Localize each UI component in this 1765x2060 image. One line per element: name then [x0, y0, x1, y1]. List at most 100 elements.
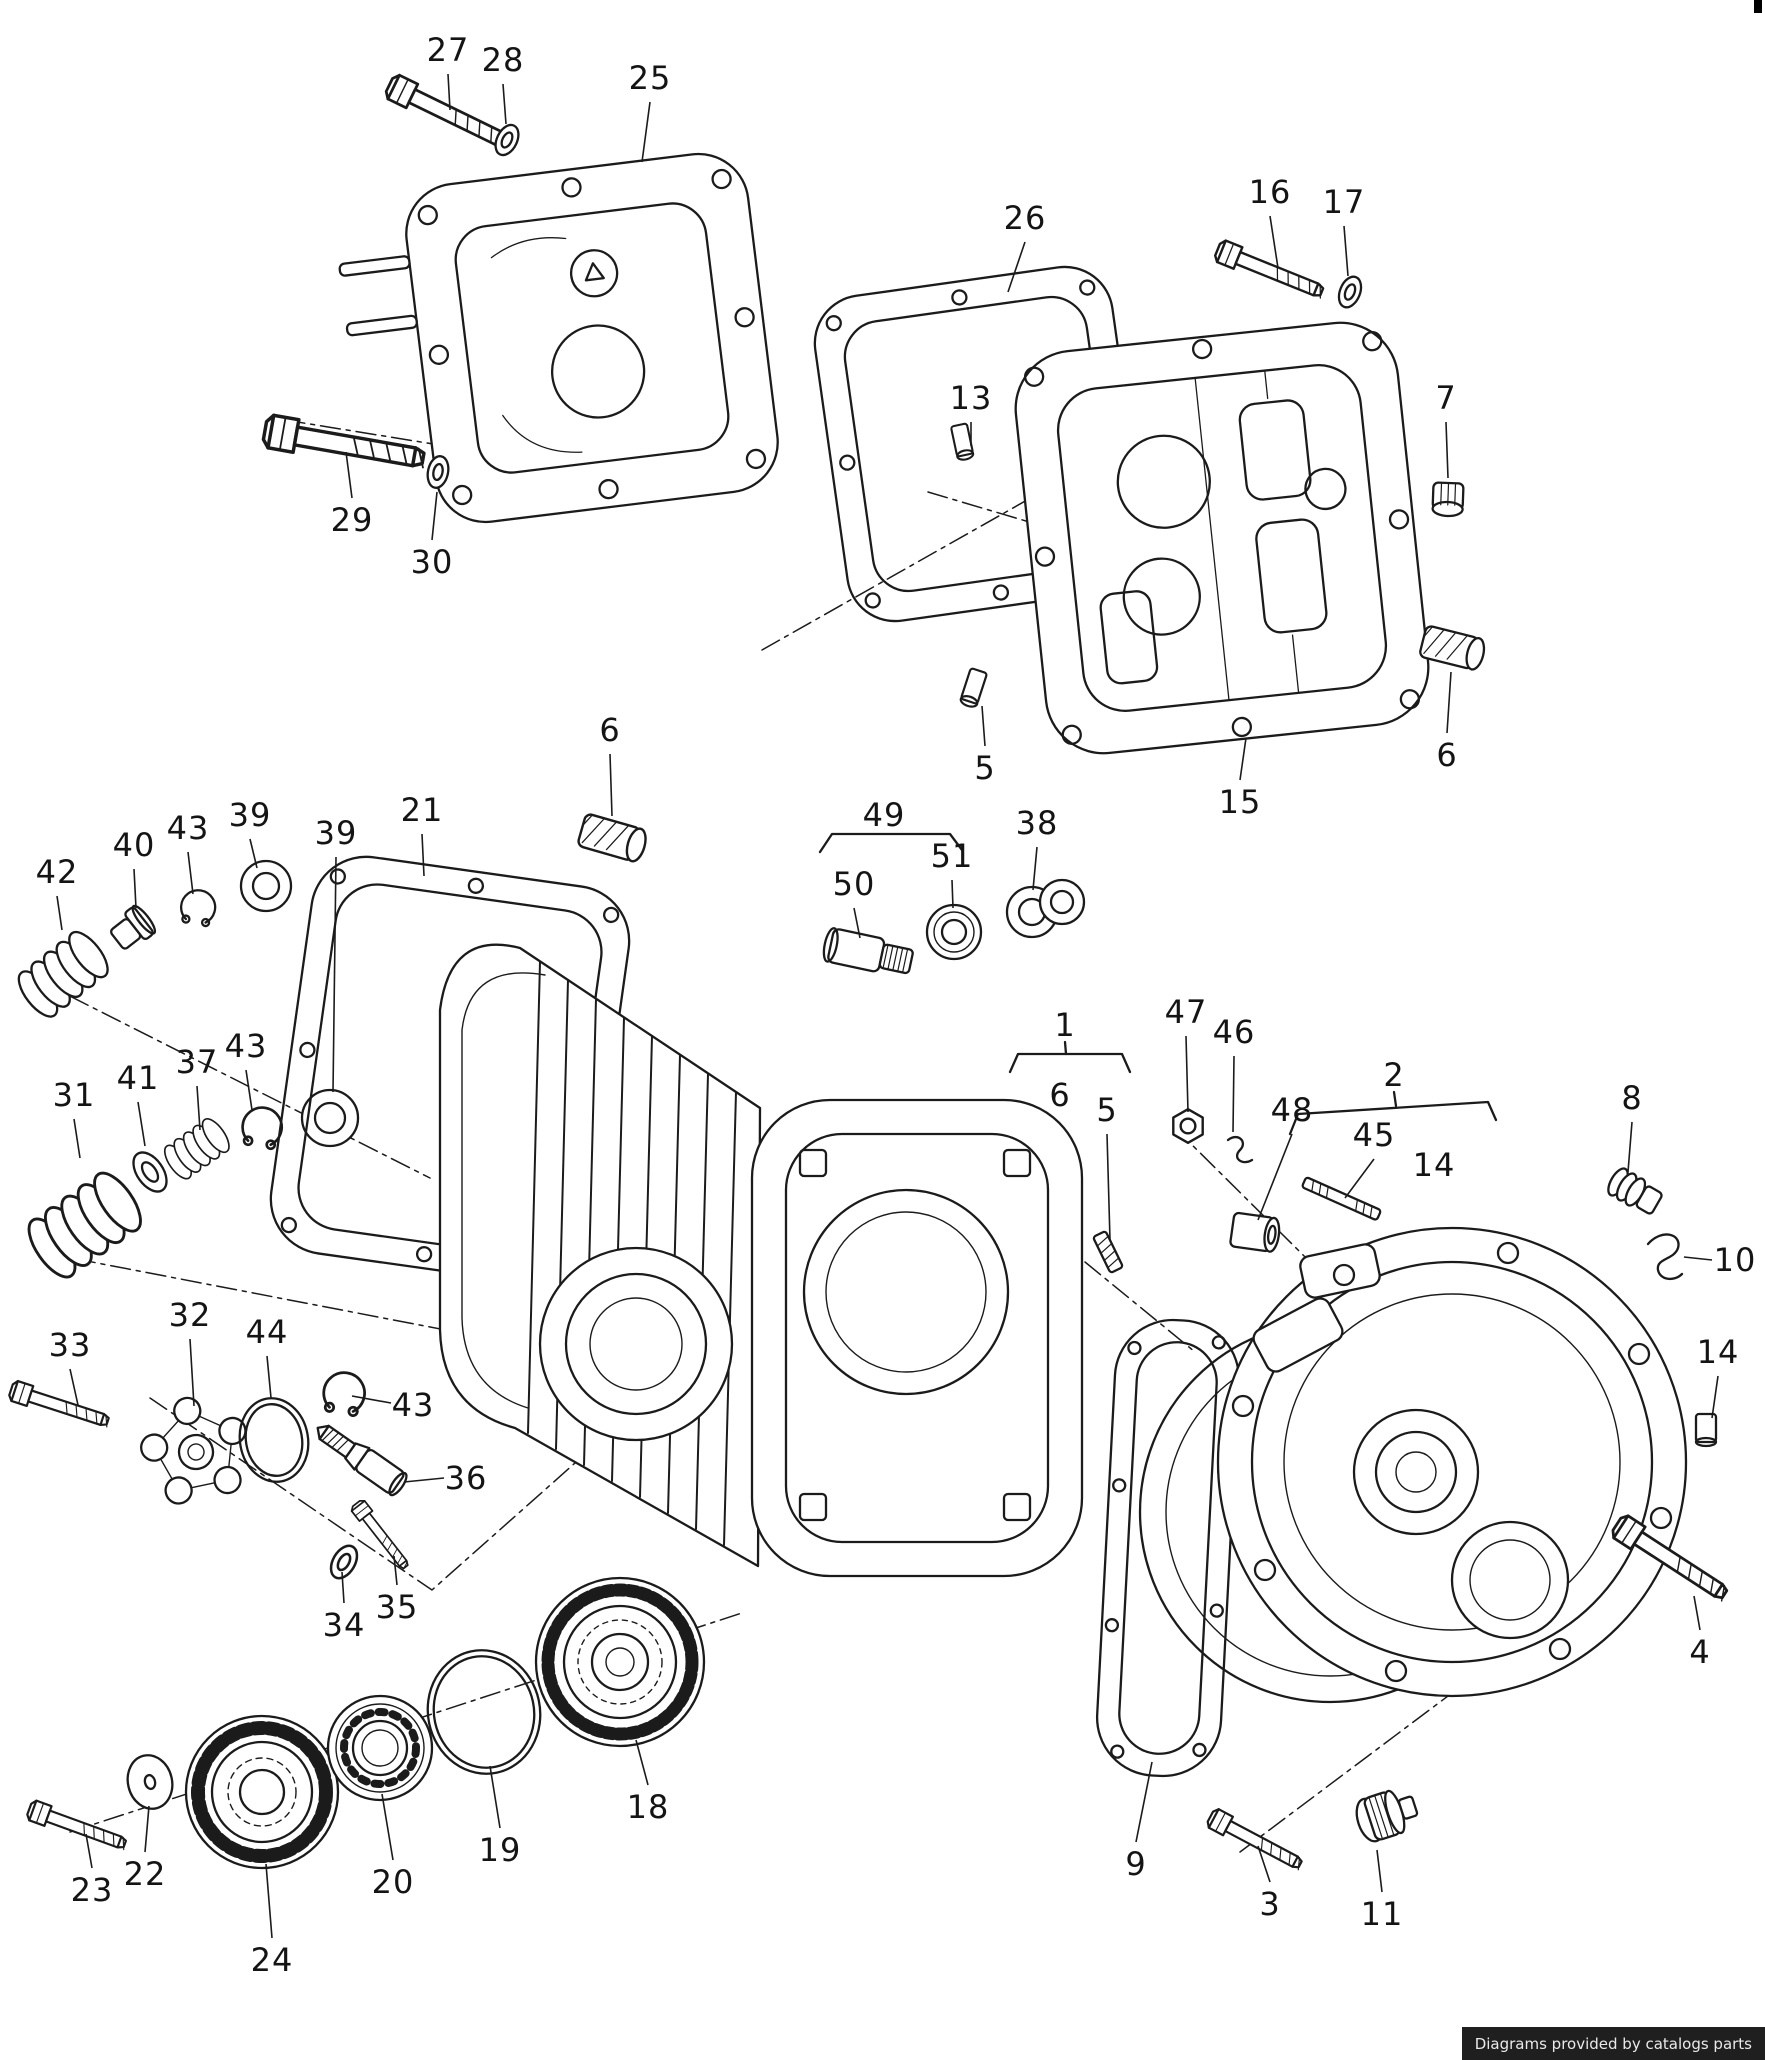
- leader-line-5: [981, 705, 986, 747]
- leader-line-43: [187, 851, 194, 895]
- washer-34: [324, 1539, 364, 1585]
- leader-line-6: [609, 753, 613, 817]
- shim-22: [126, 1754, 174, 1810]
- sleeve-6-top: [575, 811, 651, 865]
- housing-group: [813, 237, 1489, 755]
- watermark: Diagrams provided by catalogs parts: [1461, 2027, 1765, 2060]
- watermark-text: Diagrams provided by catalogs parts: [1474, 2034, 1752, 2053]
- leader-line-8: [1627, 1121, 1633, 1173]
- bolt-27: [382, 71, 514, 156]
- leader-line-10: [1683, 1256, 1713, 1261]
- bearing-20: [326, 1694, 434, 1802]
- snap-ring-19: [426, 1649, 542, 1775]
- leader-line-24: [265, 1863, 273, 1939]
- leader-line-44: [266, 1355, 272, 1399]
- bolt-3: [1204, 1806, 1307, 1876]
- bolt-33: [6, 1378, 113, 1433]
- leader-line-4: [1693, 1595, 1701, 1631]
- leader-line-31: [73, 1118, 81, 1159]
- spring-plug-8: [1607, 1167, 1663, 1215]
- bracket-2: [1288, 1100, 1498, 1136]
- leader-line-32: [189, 1338, 195, 1407]
- washer-28: [489, 120, 525, 160]
- seal-51: [925, 903, 983, 961]
- group-brackets: [818, 832, 1498, 1136]
- leader-line-34: [341, 1571, 345, 1604]
- leader-line-37: [196, 1085, 201, 1131]
- leader-line-18: [635, 1739, 649, 1786]
- clutch-drum-18: [534, 1576, 706, 1748]
- detent-group-lower: [18, 1103, 287, 1286]
- leader-line-20: [381, 1793, 394, 1861]
- spring-42: [10, 924, 116, 1024]
- bracket-49: [818, 832, 964, 854]
- leader-line-38: [1032, 846, 1038, 891]
- switch-36: [316, 1424, 408, 1497]
- scan-artifact: [1754, 0, 1762, 13]
- leader-line-14: [1711, 1375, 1719, 1419]
- stud-5: [1092, 1230, 1124, 1274]
- leader-line-6: [1446, 671, 1452, 734]
- seal-rings-38: [1005, 878, 1086, 939]
- synchro-hub-24: [184, 1714, 340, 1870]
- plug-7: [1431, 481, 1465, 518]
- clutch-housing: [1216, 1226, 1688, 1698]
- dowel-14: [1694, 1412, 1718, 1448]
- leader-line-47: [1185, 1035, 1189, 1113]
- leader-line-19: [489, 1765, 501, 1829]
- leader-line-29: [345, 451, 353, 499]
- leader-line-17: [1343, 225, 1349, 277]
- leader-line-25: [641, 101, 651, 163]
- clip-46: [1226, 1135, 1254, 1164]
- stud-45: [1300, 1175, 1383, 1222]
- bolt-23: [24, 1798, 131, 1856]
- sleeve-48: [1229, 1211, 1281, 1253]
- bracket-1: [1008, 1052, 1132, 1074]
- leader-line-5: [1106, 1133, 1111, 1241]
- bushing-40: [110, 904, 157, 950]
- o-ring-44: [238, 1397, 310, 1483]
- leader-line-45: [1344, 1158, 1375, 1199]
- leader-line-7: [1445, 421, 1449, 479]
- housing-gasket-9: [1095, 1318, 1241, 1778]
- detent-group-upper: [10, 859, 360, 1148]
- leader-line-11: [1376, 1849, 1383, 1893]
- leader-line-22: [144, 1805, 150, 1853]
- bushing-39-b: [300, 1088, 360, 1148]
- leader-line-41: [137, 1101, 146, 1147]
- case-bearing-boss: [538, 1246, 734, 1442]
- nut-47: [1172, 1107, 1204, 1145]
- leader-line-50: [853, 907, 861, 939]
- leader-line-51: [951, 879, 954, 909]
- switch-50: [822, 927, 914, 975]
- leader-line-33: [69, 1368, 79, 1406]
- leader-line-48: [1257, 1133, 1293, 1221]
- leader-line-28: [502, 83, 507, 125]
- leader-line-36: [403, 1477, 445, 1483]
- leader-lines: [56, 73, 1719, 1939]
- leader-line-43: [245, 1069, 253, 1111]
- leader-line-42: [56, 895, 63, 931]
- leader-line-40: [133, 868, 137, 909]
- bolt-16: [1212, 237, 1329, 305]
- leader-line-35: [393, 1555, 398, 1586]
- leader-line-27: [447, 73, 451, 111]
- leader-line-43: [351, 1395, 392, 1404]
- gear-carrier-group: [6, 1368, 414, 1585]
- leader-line-39: [332, 856, 337, 1093]
- washer-17: [1333, 272, 1367, 312]
- spring-37: [158, 1113, 235, 1184]
- dowel-pin-5: [958, 666, 989, 710]
- leader-line-39: [249, 838, 258, 869]
- circlip-43-c: [319, 1368, 370, 1419]
- spring-31: [18, 1164, 151, 1286]
- switch-and-seals: [822, 878, 1086, 975]
- gear-train-group: [24, 1576, 706, 1870]
- leader-line-15: [1239, 737, 1247, 781]
- leader-line-23: [85, 1833, 93, 1869]
- bearing-carrier-32: [140, 1396, 247, 1505]
- circlip-43-a: [177, 886, 219, 929]
- shift-cover-group: [260, 71, 779, 524]
